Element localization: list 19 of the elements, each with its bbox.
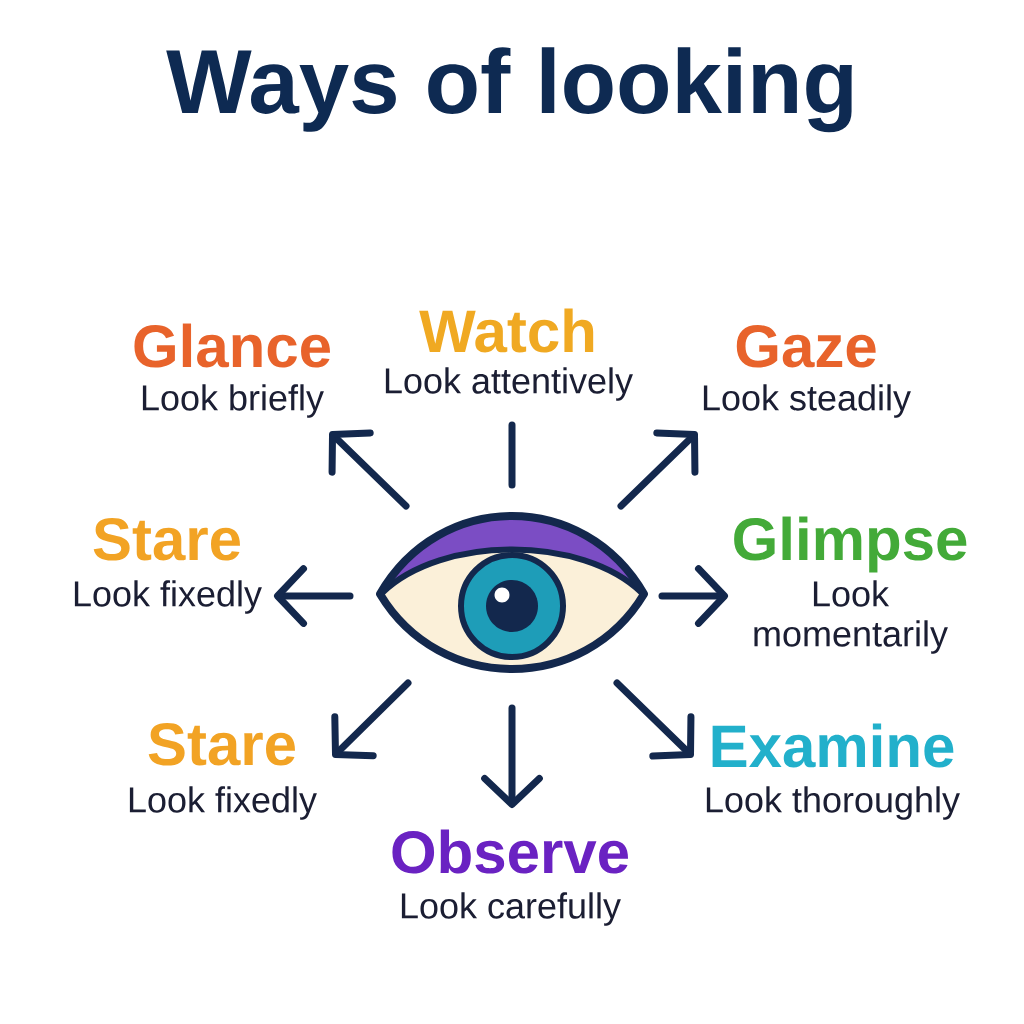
term-heading: Watch bbox=[419, 308, 594, 353]
definition-text: Look attentively bbox=[385, 367, 633, 401]
definition-text: Look thoroughly bbox=[706, 786, 960, 820]
definition-text: Look fixedly bbox=[74, 580, 262, 614]
definition-text: Look steadily bbox=[703, 384, 911, 418]
term-heading: Glimpse bbox=[734, 516, 967, 573]
definition-text: Look momentarily bbox=[754, 580, 948, 654]
connector-line bbox=[508, 421, 516, 489]
term-heading: Examine bbox=[712, 723, 954, 768]
eye-illustration bbox=[376, 512, 648, 673]
term-heading: Gaze bbox=[736, 325, 876, 368]
title: Ways of looking bbox=[166, 47, 852, 133]
term-heading: Stare bbox=[148, 723, 295, 766]
definition-text: Look fixedly bbox=[129, 786, 317, 820]
definition-text: Look briefly bbox=[142, 384, 324, 418]
term-heading: Glance bbox=[134, 323, 330, 368]
term-heading: Stare bbox=[93, 518, 240, 561]
term-heading: Observe bbox=[392, 829, 628, 874]
definition-text: Look carefully bbox=[401, 892, 621, 926]
